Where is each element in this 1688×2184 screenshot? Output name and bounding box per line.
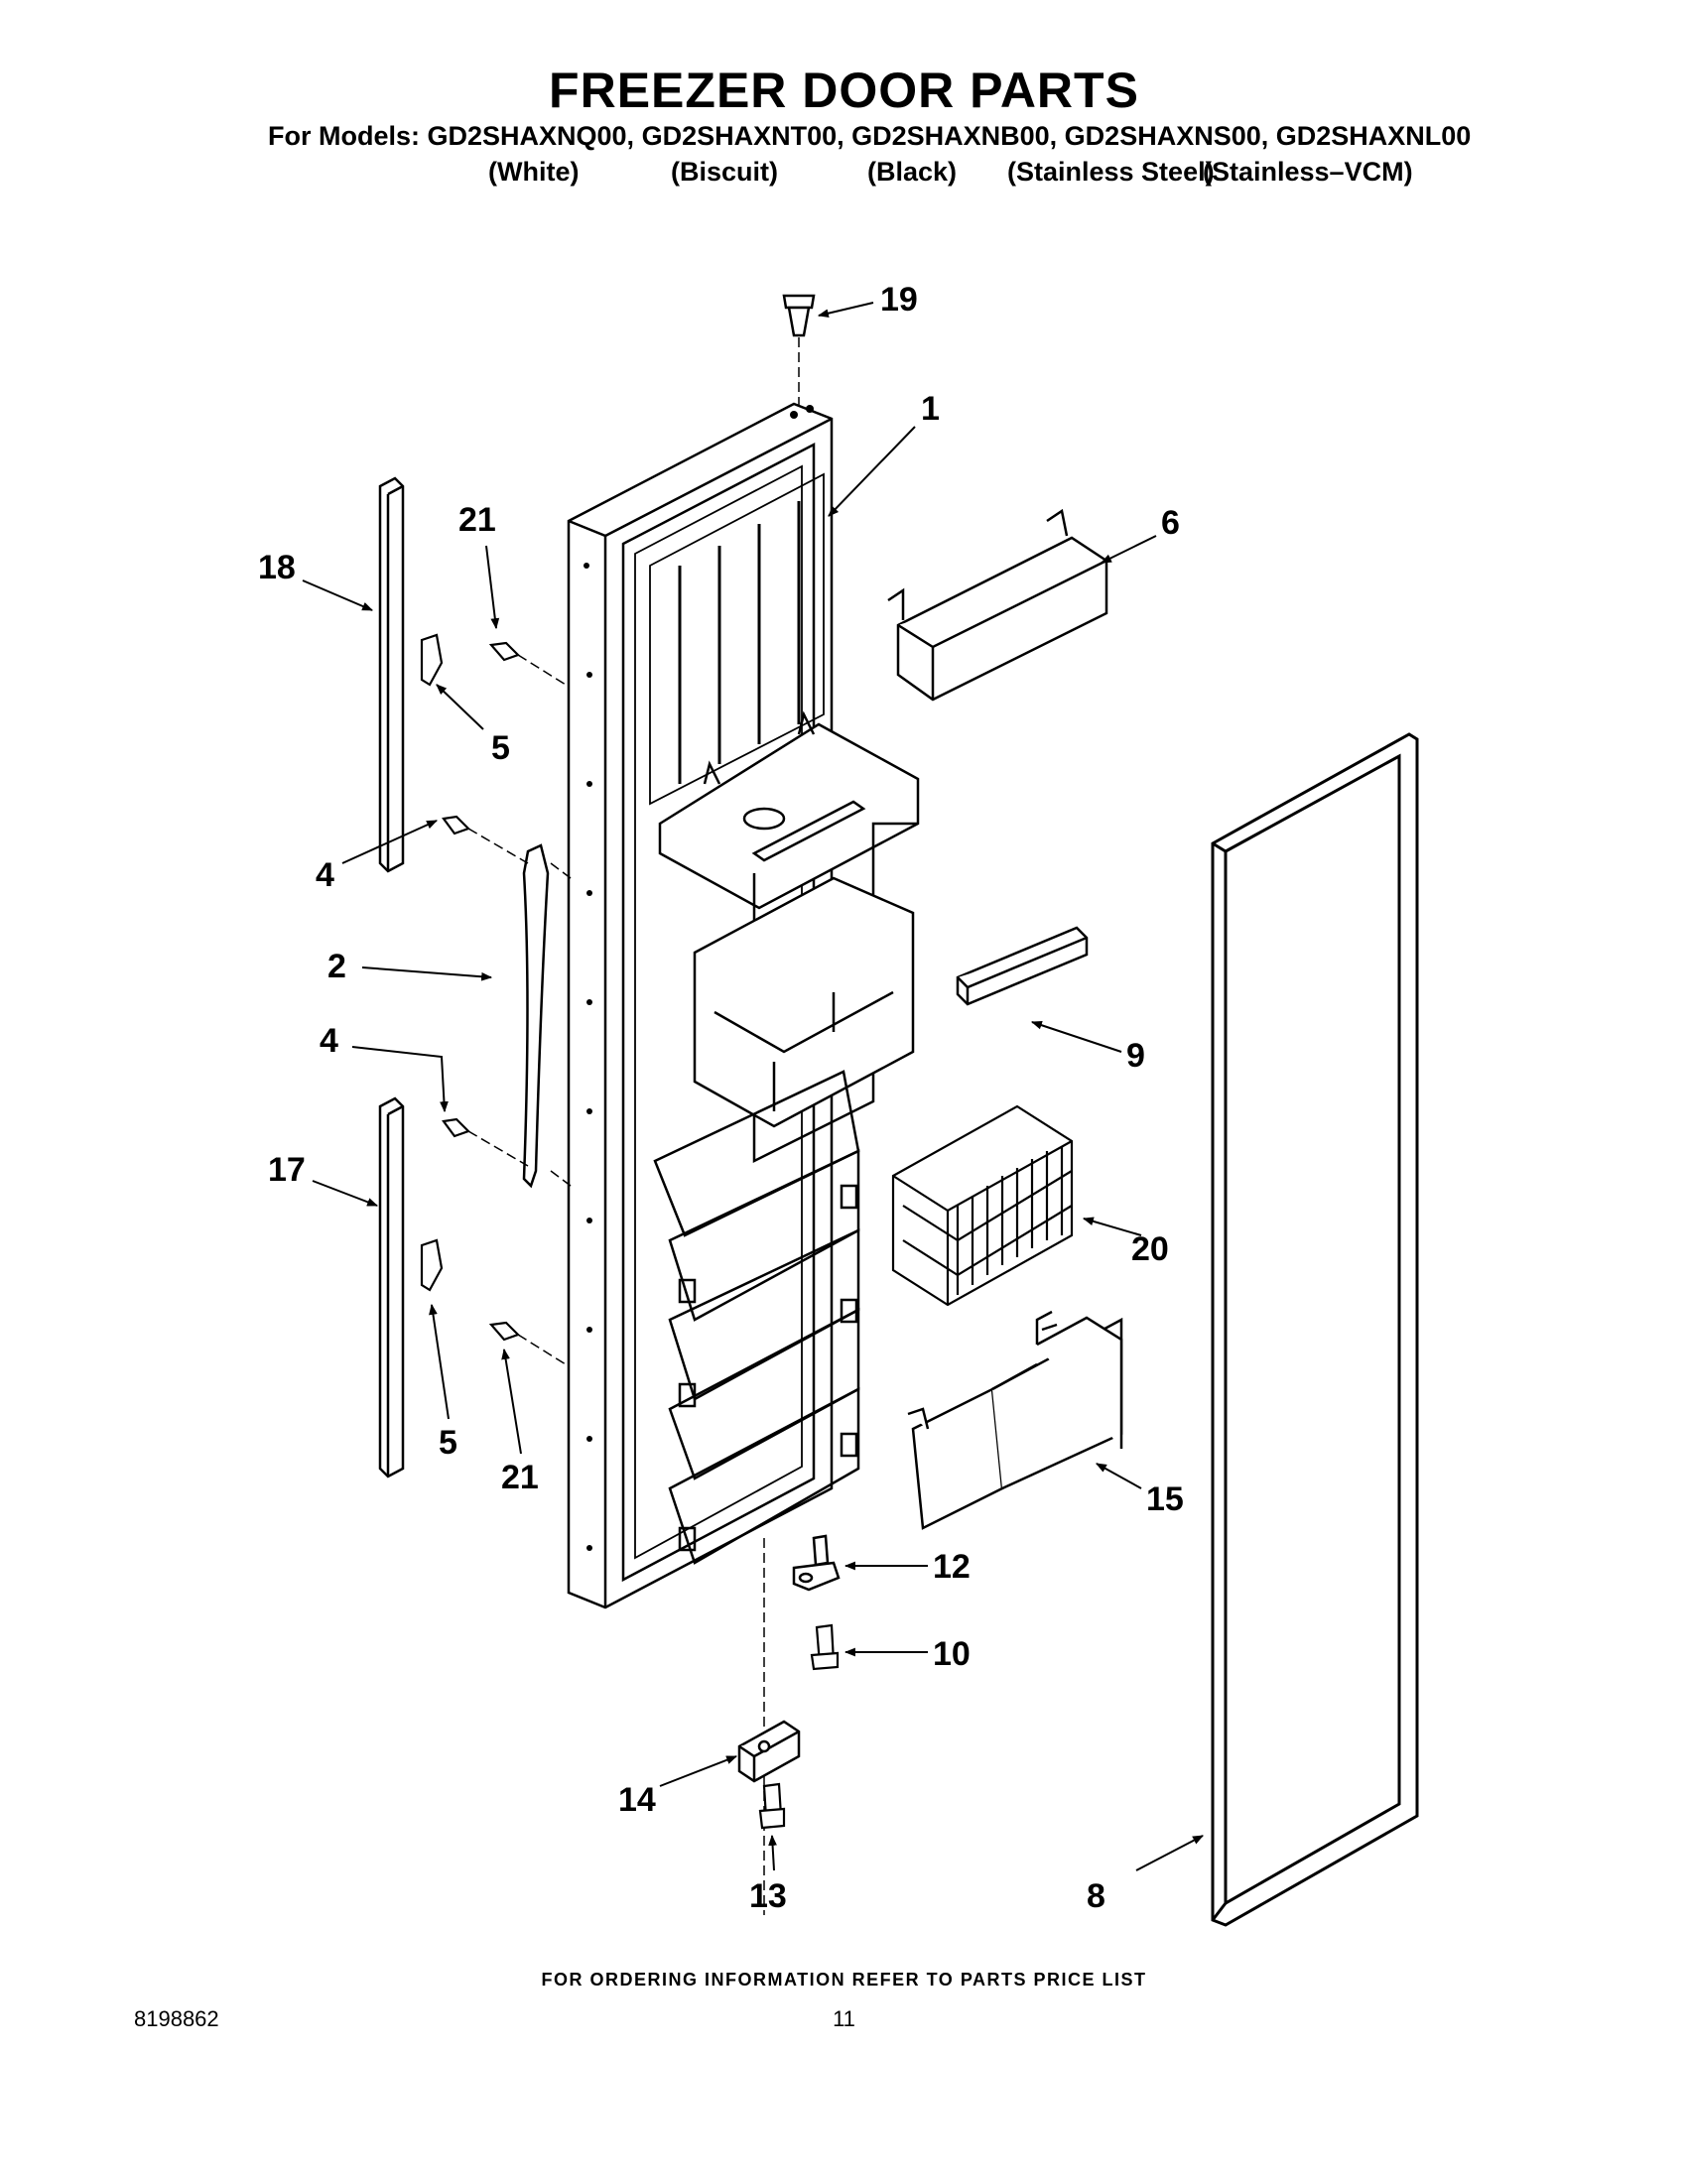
ordering-note: FOR ORDERING INFORMATION REFER TO PARTS … [541, 1970, 1147, 1990]
door-plug [782, 294, 816, 337]
freezer-door-panel [567, 402, 920, 1609]
callout-17: 17 [268, 1151, 306, 1189]
callout-20: 20 [1131, 1230, 1169, 1268]
variant-biscuit: (Biscuit) [671, 157, 778, 187]
trim-strip-lower [378, 1096, 405, 1478]
lower-hinge [737, 1720, 801, 1783]
hinge-bolt [758, 1782, 786, 1830]
door-bin-small [887, 508, 1108, 702]
door-handle [522, 843, 550, 1189]
callout-6: 6 [1161, 504, 1180, 542]
callout-2: 2 [327, 948, 346, 985]
hinge-pin [792, 1534, 841, 1592]
callout-21-upper: 21 [458, 501, 496, 539]
callout-21-lower: 21 [501, 1459, 539, 1496]
variant-stainless-vcm: (Stainless–VCM) [1203, 157, 1413, 187]
callout-18: 18 [258, 549, 296, 586]
callout-14: 14 [618, 1781, 656, 1819]
callout-15: 15 [1146, 1480, 1184, 1518]
variant-black: (Black) [867, 157, 958, 187]
page-title: FREEZER DOOR PARTS [549, 63, 1139, 118]
variant-stainless-steel: (Stainless Steel) [1007, 157, 1215, 187]
callout-4-upper: 4 [316, 856, 334, 894]
models-line: For Models: GD2SHAXNQ00, GD2SHAXNT00, GD… [268, 121, 1472, 151]
dispenser-trim [956, 926, 1089, 1006]
variant-white: (White) [488, 157, 580, 187]
callout-8: 8 [1087, 1877, 1105, 1915]
wire-basket [891, 1104, 1074, 1307]
door-bin-large [907, 1310, 1123, 1530]
callout-5-lower: 5 [439, 1424, 457, 1462]
door-edge-fasteners [584, 405, 814, 1551]
screws [442, 641, 521, 1342]
callout-5-upper: 5 [491, 729, 510, 767]
callout-4-lower: 4 [320, 1022, 338, 1060]
callout-10: 10 [933, 1635, 971, 1673]
trim-clip [420, 633, 444, 1292]
callout-12: 12 [933, 1548, 971, 1586]
trim-strip-upper [378, 476, 405, 873]
callout-13: 13 [749, 1877, 787, 1915]
door-gasket [1211, 732, 1419, 1927]
callout-19: 19 [880, 281, 918, 319]
callout-1: 1 [921, 390, 940, 428]
page-number: 11 [833, 2006, 855, 2031]
document-number: 8198862 [134, 2006, 219, 2031]
callout-9: 9 [1126, 1037, 1145, 1075]
leader-lines [302, 302, 1204, 1871]
hinge-screw [810, 1623, 840, 1671]
assembly-lines [467, 337, 800, 1915]
